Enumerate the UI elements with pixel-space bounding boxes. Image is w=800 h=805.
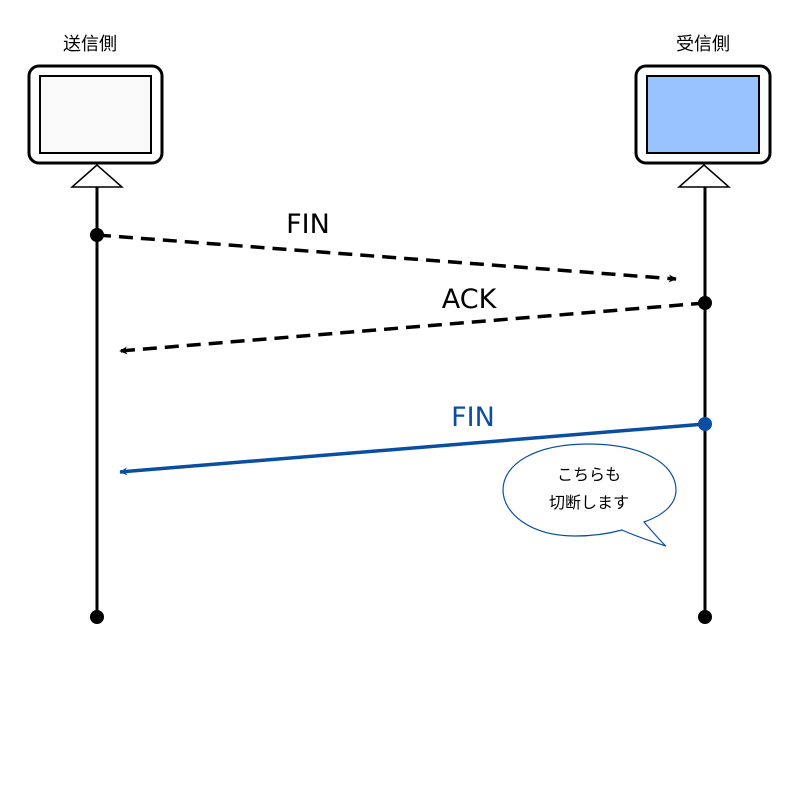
receiver-monitor-screen	[646, 75, 760, 154]
message-ack-start-dot	[698, 296, 712, 310]
receiver-label: 受信側	[676, 34, 730, 55]
message-fin-2-label: FIN	[451, 402, 495, 433]
receiver-lifeline-end	[698, 610, 712, 624]
speech-bubble-shape	[502, 443, 677, 547]
message-fin-2: FIN	[119, 402, 712, 476]
message-ack-label: ACK	[442, 284, 498, 315]
message-fin-1: FIN	[90, 209, 677, 283]
message-fin-2-start-dot	[698, 417, 712, 431]
receiver-participant: 受信側	[634, 34, 772, 188]
speech-bubble-line2: 切断します	[549, 493, 629, 512]
sender-participant: 送信側	[27, 34, 164, 188]
message-fin-1-label: FIN	[286, 209, 330, 240]
message-ack: ACK	[119, 284, 712, 355]
sender-label: 送信側	[63, 34, 117, 55]
sender-monitor-screen	[39, 75, 152, 154]
message-ack-arrow	[119, 301, 706, 355]
speech-bubble-line1: こちらも	[557, 465, 621, 484]
speech-bubble: こちらも 切断します	[502, 443, 677, 547]
sender-monitor-icon	[27, 64, 164, 188]
sender-lifeline-end	[90, 610, 104, 624]
message-fin-2-arrow	[119, 422, 706, 476]
message-fin-1-arrow	[96, 233, 677, 283]
receiver-monitor-icon	[634, 64, 772, 188]
message-fin-1-start-dot	[90, 228, 104, 242]
